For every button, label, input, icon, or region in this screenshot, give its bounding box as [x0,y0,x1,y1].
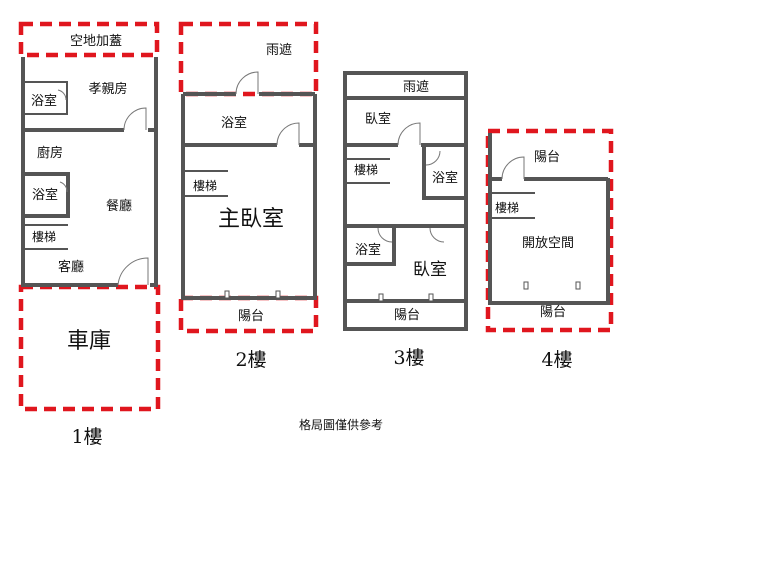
floor3-floor-label: 3樓 [393,347,424,369]
floor3-bath-right-walls [422,145,466,200]
floor2-door-bath [276,122,300,146]
floor2-balcony-label: 陽台 [238,309,264,324]
floor4-balcony-bottom-label: 陽台 [540,305,566,320]
floor3-canopy-label: 雨遮 [403,79,429,95]
floor1-bath-mid-label: 浴室 [32,187,58,203]
floor3-balcony-label: 陽台 [394,308,420,323]
floor2-stairs-label: 樓梯 [193,178,217,193]
floor2-door-canopy [235,71,259,95]
floor2-balcony-post-1 [224,290,230,299]
floor4-balcony-post-2 [575,281,581,290]
floor1-dining-label: 餐廳 [106,198,132,214]
floor1-door-bath-mid [59,181,68,193]
floor4-outline [485,128,614,333]
floor2-canopy-label: 雨遮 [266,42,292,58]
floor3-door-bath-left [377,227,393,243]
floor3-bath-left-label: 浴室 [355,242,381,258]
floor-2-plan: 雨遮 浴室 樓梯 主臥室 陽台 2樓 [178,21,319,371]
floor1-bath-top-label: 浴室 [31,93,57,109]
floor-4-plan: 陽台 樓梯 開放空間 陽台 4樓 [485,128,614,371]
floor3-outer-walls [343,71,468,331]
floor4-balcony-post-1 [523,281,529,290]
floor1-garage-label: 車庫 [67,329,111,354]
floor4-floor-label: 4樓 [541,349,572,371]
floor1-living-label: 客廳 [58,259,84,275]
floor3-bath-right-label: 浴室 [432,170,458,186]
floor1-door-bath-top [57,89,67,101]
floor1-bath-mid-walls [25,172,70,218]
floor3-balcony-post-1 [378,293,384,302]
floor2-bath-label: 浴室 [221,115,247,131]
reference-note: 格局圖僅供參考 [299,417,383,432]
floor4-stairs-label: 樓梯 [495,200,519,215]
floor-3-plan: 雨遮 臥室 樓梯 浴室 浴室 臥室 陽台 3樓 [343,71,468,369]
floor3-door-bedroom-top [397,122,421,146]
floor3-door-bath-right [425,150,441,166]
floor4-balcony-top-label: 陽台 [534,150,560,165]
floor1-door-entrance [117,257,149,286]
floor3-bath-left-walls [347,228,396,266]
floor3-door-bedroom-bottom [429,227,445,243]
floor1-kitchen-label: 廚房 [37,145,63,161]
floor4-open-space-label: 開放空間 [522,236,574,251]
floor2-canopy-outline [178,21,319,97]
floor1-door-parents [123,107,147,131]
floor1-extension-outline [18,21,160,58]
floor1-floor-label: 1樓 [71,426,102,448]
floor3-stairs-label: 樓梯 [354,162,378,177]
floor3-bedroom-bottom-label: 臥室 [413,260,447,280]
floor2-floor-label: 2樓 [235,349,266,371]
floor4-door-balcony [501,156,525,180]
floor2-master-label: 主臥室 [218,207,284,232]
floor2-balcony-post-2 [275,290,281,299]
floor3-balcony-post-2 [428,293,434,302]
floor1-parents-room-label: 孝親房 [88,81,127,97]
floor1-stairs-label: 樓梯 [32,229,56,244]
floor-1-plan: 空地加蓋 浴室 孝親房 廚房 浴室 餐廳 樓梯 客廳 車庫 1樓 [18,21,161,448]
floor1-extension-label: 空地加蓋 [70,34,122,49]
floor1-bath-top-walls [25,81,68,115]
floor3-bedroom-top-label: 臥室 [365,111,391,127]
